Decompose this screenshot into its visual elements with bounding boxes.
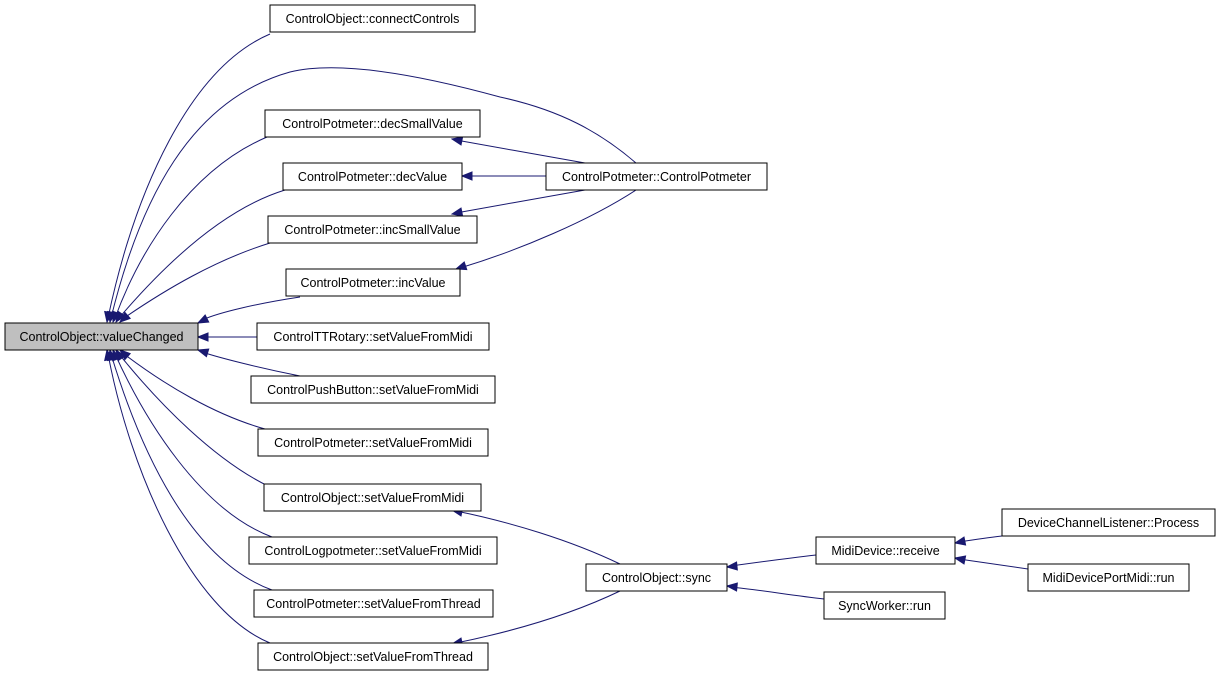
edge-line (201, 296, 301, 321)
edge-arrowhead (196, 314, 210, 324)
node-label: ControlPotmeter::ControlPotmeter (562, 170, 751, 184)
node-ttrotary-set-value-from-midi[interactable]: ControlTTRotary::setValueFromMidi (256, 322, 490, 351)
edge-pushbutton-to-valuechanged (196, 348, 301, 377)
node-midi-device-receive[interactable]: MidiDevice::receive (815, 536, 956, 565)
node-label: ControlPotmeter::setValueFromMidi (274, 436, 472, 450)
edge-line (118, 353, 269, 487)
node-dec-value[interactable]: ControlPotmeter::decValue (282, 162, 463, 191)
node-midi-device-portmidi-run[interactable]: MidiDevicePortMidi::run (1027, 563, 1190, 592)
edge-arrowhead (118, 311, 132, 323)
edge-line (455, 510, 621, 565)
edge-ctorpotmeter-to-decsmallvalue (450, 136, 586, 164)
edge-logpot-to-valuechanged (112, 348, 273, 538)
edge-arrowhead (953, 536, 967, 546)
node-potmeter-set-value-from-thread[interactable]: ControlPotmeter::setValueFromThread (253, 589, 494, 618)
graph-edges (104, 33, 1029, 647)
node-object-sync[interactable]: ControlObject::sync (585, 563, 728, 592)
edge-potmeterSVFM-to-valuechanged (118, 349, 266, 430)
edge-ctorpotmeter-to-incsmallvalue (450, 189, 586, 217)
edge-line (110, 353, 273, 591)
edge-line (118, 189, 286, 319)
node-value-changed[interactable]: ControlObject::valueChanged (4, 322, 199, 351)
edge-line (123, 242, 271, 319)
node-label: ControlTTRotary::setValueFromMidi (273, 330, 472, 344)
edge-ctorpotmeter-to-incvalue (454, 189, 637, 271)
edge-arrowhead (115, 310, 126, 324)
node-label: ControlLogpotmeter::setValueFromMidi (264, 544, 481, 558)
edge-incvalue-to-valuechanged (196, 296, 301, 324)
node-inc-value[interactable]: ControlPotmeter::incValue (285, 268, 461, 297)
node-object-set-value-from-midi[interactable]: ControlObject::setValueFromMidi (263, 483, 482, 512)
node-label: DeviceChannelListener::Process (1018, 516, 1199, 530)
edge-objectSVFT-to-valuechanged (104, 348, 271, 644)
edge-ctorpotmeter-to-decvalue (460, 171, 546, 181)
edge-dclprocess-to-midireceive (953, 535, 1003, 546)
edge-line (201, 351, 301, 377)
node-label: SyncWorker::run (838, 599, 931, 613)
node-object-set-value-from-thread[interactable]: ControlObject::setValueFromThread (257, 642, 489, 671)
edge-line (455, 189, 586, 214)
node-label: ControlPotmeter::decValue (298, 170, 447, 184)
edge-arrowhead (953, 555, 967, 565)
node-label: ControlPotmeter::setValueFromThread (266, 597, 480, 611)
edge-line (123, 353, 266, 430)
node-sync-worker-run[interactable]: SyncWorker::run (823, 591, 946, 620)
edge-syncworker-to-sync (725, 582, 825, 600)
node-potmeter-set-value-from-midi[interactable]: ControlPotmeter::setValueFromMidi (257, 428, 489, 457)
node-label: ControlObject::valueChanged (20, 330, 184, 344)
edge-arrowhead (454, 261, 468, 271)
node-control-potmeter-ctor[interactable]: ControlPotmeter::ControlPotmeter (545, 162, 768, 191)
node-label: ControlObject::connectControls (286, 12, 460, 26)
node-label: ControlObject::setValueFromThread (273, 650, 473, 664)
edge-decsmallvalue-to-valuechanged (112, 136, 268, 324)
edge-potmeterSVFT-to-valuechanged (107, 348, 273, 591)
node-label: ControlPotmeter::incSmallValue (284, 223, 460, 237)
edge-line (110, 67, 637, 319)
edge-line (730, 554, 817, 567)
node-label: ControlPotmeter::decSmallValue (282, 117, 462, 131)
edge-arrowhead (450, 207, 464, 217)
edge-arrowhead (725, 582, 738, 592)
node-label: MidiDevice::receive (831, 544, 939, 558)
node-inc-small-value[interactable]: ControlPotmeter::incSmallValue (267, 215, 478, 244)
node-pushbutton-set-value-from-midi[interactable]: ControlPushButton::setValueFromMidi (250, 375, 496, 404)
node-device-channel-listener-process[interactable]: DeviceChannelListener::Process (1001, 508, 1216, 537)
edge-line (107, 33, 271, 319)
node-label: MidiDevicePortMidi::run (1043, 571, 1175, 585)
node-label: ControlPotmeter::incValue (301, 276, 446, 290)
edge-line (958, 535, 1003, 543)
node-logpotmeter-set-value-from-midi[interactable]: ControlLogpotmeter::setValueFromMidi (248, 536, 498, 565)
edge-line (455, 590, 621, 644)
edge-line (114, 353, 273, 538)
edge-line (107, 353, 271, 644)
edge-ttrotary-to-valuechanged (196, 332, 257, 342)
edge-line (459, 189, 637, 269)
node-label: ControlObject::setValueFromMidi (281, 491, 464, 505)
edge-midireceive-to-sync (725, 554, 817, 571)
edge-arrowhead (450, 136, 464, 146)
node-connect-controls[interactable]: ControlObject::connectControls (269, 4, 476, 33)
node-dec-small-value[interactable]: ControlPotmeter::decSmallValue (264, 109, 481, 138)
graph-nodes: ControlObject::valueChanged ControlObjec… (4, 4, 1216, 671)
edge-line (114, 136, 268, 319)
edge-decvalue-to-valuechanged (115, 189, 286, 324)
edge-line (730, 586, 825, 600)
edge-incsmallvalue-to-valuechanged (118, 242, 271, 323)
edge-portmidi-to-midireceive (953, 555, 1029, 570)
edge-line (455, 139, 586, 164)
edge-arrowhead (460, 171, 473, 181)
edge-arrowhead (196, 332, 209, 342)
edge-arrowhead (196, 348, 210, 358)
node-label: ControlPushButton::setValueFromMidi (267, 383, 479, 397)
edge-line (958, 558, 1029, 570)
node-label: ControlObject::sync (602, 571, 711, 585)
edge-arrowhead (104, 348, 114, 362)
edge-arrowhead (725, 561, 738, 571)
